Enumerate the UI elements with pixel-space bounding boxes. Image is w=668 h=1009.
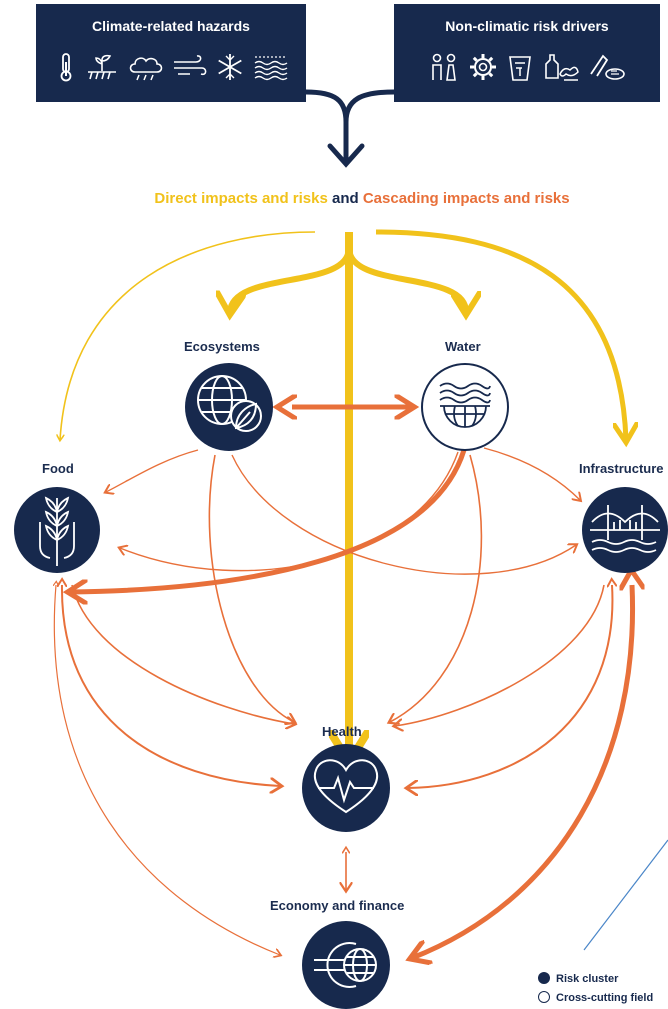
infrastructure-label: Infrastructure <box>579 461 664 476</box>
merge-arrow <box>303 89 397 168</box>
health-label: Health <box>322 724 362 739</box>
node-economy <box>302 921 390 1009</box>
water-to-infrastructure-arrow <box>483 447 580 500</box>
flood-waves-icon <box>254 56 287 81</box>
wind-icon <box>173 55 206 76</box>
economy-label: Economy and finance <box>270 898 405 913</box>
and-label: and <box>332 190 359 207</box>
filled-circle-icon <box>538 972 550 984</box>
wheat-icon <box>39 496 75 566</box>
food-to-health-upper-arrow <box>71 584 294 724</box>
ecosystems-label: Ecosystems <box>184 339 260 354</box>
water-label: Water <box>445 339 481 354</box>
nonclimatic-drivers-title: Non-climatic risk drivers <box>445 18 609 34</box>
food-label: Food <box>42 461 74 476</box>
infrastructure-to-economy-arrow <box>412 585 633 958</box>
direct-impacts-label: Direct impacts and risks <box>154 190 328 207</box>
hollow-circle-icon <box>538 991 550 1003</box>
water-globe-icon <box>439 382 491 428</box>
node-infrastructure <box>582 487 668 573</box>
heart-pulse-icon <box>313 759 379 814</box>
nonclimatic-drivers-box: Non-climatic risk drivers <box>394 4 660 102</box>
climate-hazards-box: Climate-related hazards <box>36 4 306 102</box>
drought-plant-icon <box>87 54 116 80</box>
node-water <box>421 363 509 451</box>
water-to-ecosystems-cross-arrow <box>120 451 459 572</box>
cascading-impact-arrows <box>54 407 632 958</box>
people-icon <box>432 53 456 81</box>
annotation-line <box>583 839 668 951</box>
gear-icon <box>470 54 496 80</box>
direct-impact-arrows <box>60 229 626 758</box>
cascading-impacts-label: Cascading impacts and risks <box>362 190 570 207</box>
food-to-economy-arrow <box>54 585 280 955</box>
food-to-health-arrow <box>62 585 280 786</box>
ecosystems-to-infrastructure-arrow <box>231 454 576 575</box>
legend-cross-cutting: Cross-cutting field <box>538 991 653 1004</box>
thermometer-icon <box>60 53 71 82</box>
direct-to-water-arrow <box>346 247 466 312</box>
legend-cross-cutting-label: Cross-cutting field <box>556 992 654 1004</box>
climate-hazards-icons <box>36 52 306 82</box>
direct-to-ecosystems-arrow <box>230 247 352 312</box>
bridge-icon <box>590 505 660 553</box>
legend-risk-cluster: Risk cluster <box>538 972 618 985</box>
waste-bin-icon <box>509 56 531 81</box>
globe-leaf-icon <box>197 375 262 432</box>
rain-cloud-icon <box>129 57 162 81</box>
deforestation-icon <box>590 54 625 80</box>
direct-to-food-arrow <box>60 231 316 440</box>
ecosystems-to-health-arrow <box>208 454 294 722</box>
node-ecosystems <box>185 363 273 451</box>
node-health <box>302 744 390 832</box>
legend-risk-cluster-label: Risk cluster <box>556 973 619 985</box>
direct-to-infrastructure-arrow <box>375 229 626 440</box>
impacts-heading: Direct impacts and risks and Cascading i… <box>28 190 668 207</box>
infrastructure-to-health-upper-arrow <box>395 584 605 726</box>
nonclimatic-drivers-icons <box>394 52 660 82</box>
node-food <box>14 487 100 573</box>
pollution-bottle-icon <box>545 54 579 81</box>
ecosystems-to-food-arrow <box>106 449 199 492</box>
snowflake-icon <box>217 54 242 80</box>
climate-hazards-title: Climate-related hazards <box>92 18 250 34</box>
coin-globe-icon <box>314 942 377 988</box>
